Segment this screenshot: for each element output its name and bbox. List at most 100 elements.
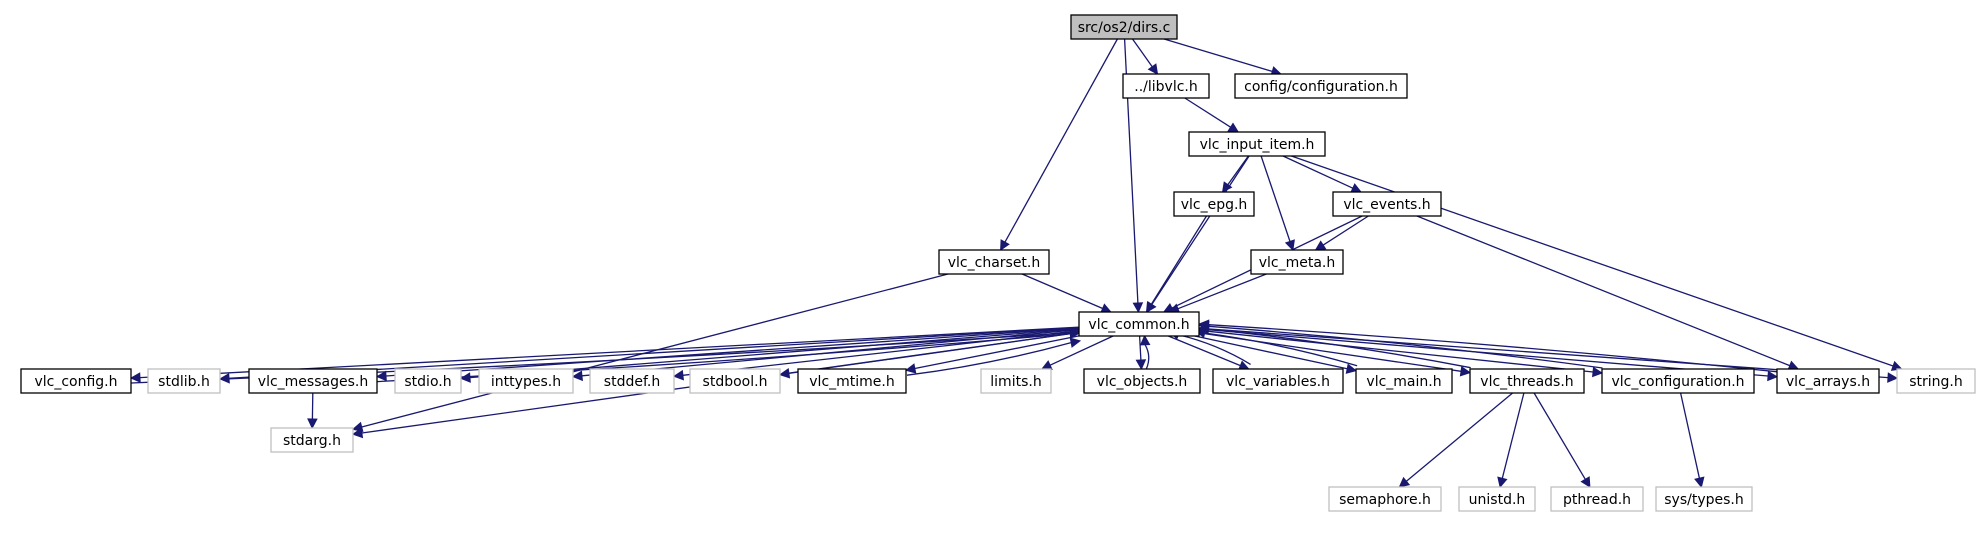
node-box <box>1776 368 1880 394</box>
edge-common-to-mtime <box>904 335 1080 374</box>
node-meta[interactable]: vlc_meta.h <box>1250 249 1344 275</box>
edge-line <box>914 335 1080 370</box>
node-label: vlc_meta.h <box>1259 255 1336 271</box>
node-events[interactable]: vlc_events.h <box>1332 191 1442 217</box>
edge-line <box>1208 324 1778 373</box>
edge-threads-to-semaphore <box>1398 392 1514 488</box>
node-epg[interactable]: vlc_epg.h <box>1173 191 1255 217</box>
edge-line <box>1168 335 1241 367</box>
edge-mtime-to-common <box>906 337 1082 376</box>
edge-common-to-threads <box>1198 332 1472 377</box>
node-box <box>1250 249 1344 275</box>
node-label: vlc_messages.h <box>258 374 368 390</box>
edge-objects-to-common <box>1139 334 1151 369</box>
node-string: string.h <box>1896 368 1976 394</box>
node-label: stdio.h <box>404 374 451 390</box>
edge-arrowhead <box>1284 239 1295 252</box>
edge-arrowhead <box>1767 370 1779 382</box>
node-box <box>1188 131 1326 157</box>
node-label: stdlib.h <box>158 374 210 390</box>
node-box <box>478 368 574 394</box>
edge-line <box>1679 392 1701 479</box>
edge-line <box>1208 325 1603 369</box>
node-unistd: unistd.h <box>1458 486 1536 512</box>
node-variables[interactable]: vlc_variables.h <box>1212 368 1344 394</box>
node-label: vlc_variables.h <box>1226 374 1330 390</box>
node-config[interactable]: vlc_config.h <box>20 368 132 394</box>
edge-events-to-arrays <box>1416 215 1800 371</box>
edge-line <box>1138 335 1142 361</box>
node-messages[interactable]: vlc_messages.h <box>248 368 378 394</box>
node-label: pthread.h <box>1563 492 1631 508</box>
edge-input_item-to-string <box>1291 155 1903 371</box>
edge-line <box>1501 392 1525 479</box>
node-box <box>980 368 1052 394</box>
node-objects[interactable]: vlc_objects.h <box>1083 368 1201 394</box>
node-box <box>1212 368 1344 394</box>
node-box <box>1469 368 1585 394</box>
edge-line <box>1322 215 1369 246</box>
node-stdio: stdio.h <box>394 368 462 394</box>
edge-arrowhead <box>351 427 364 439</box>
edge-line <box>377 333 1071 383</box>
edge-line <box>1260 155 1291 242</box>
node-threads[interactable]: vlc_threads.h <box>1469 368 1585 394</box>
edge-arrowhead <box>1139 334 1151 346</box>
edge-events-to-meta <box>1314 215 1369 251</box>
edge-common-to-main <box>1194 335 1358 374</box>
edge-line <box>1405 392 1514 482</box>
node-label: stdbool.h <box>703 374 768 390</box>
edge-line <box>1533 392 1586 480</box>
edge-threads-to-pthread <box>1533 392 1591 488</box>
node-label: stddef.h <box>604 374 660 390</box>
node-label: config/configuration.h <box>1244 79 1398 95</box>
node-label: vlc_objects.h <box>1097 374 1188 390</box>
edge-arrowhead <box>1887 372 1899 383</box>
node-main[interactable]: vlc_main.h <box>1355 368 1453 394</box>
node-label: limits.h <box>990 374 1041 390</box>
edge-arrowhead <box>1350 183 1363 193</box>
edge-line <box>1416 215 1790 367</box>
edge-threads-to-unistd <box>1497 392 1525 489</box>
edge-epg-to-common <box>1145 215 1208 313</box>
edge-line <box>1282 155 1354 189</box>
edge-line <box>1291 155 1894 367</box>
edge-arrowhead <box>375 370 387 382</box>
node-box <box>394 368 462 394</box>
node-limits: limits.h <box>980 368 1052 394</box>
node-vlc_configuration[interactable]: vlc_configuration.h <box>1601 368 1755 394</box>
node-box <box>1355 368 1453 394</box>
edge-common-to-objects <box>1135 335 1147 371</box>
node-common[interactable]: vlc_common.h <box>1078 311 1200 337</box>
node-box <box>20 368 132 394</box>
node-box <box>589 368 675 394</box>
edge-arrowhead <box>1694 476 1705 489</box>
node-box <box>1328 486 1442 512</box>
node-label: vlc_configuration.h <box>1611 374 1744 390</box>
edge-line <box>906 341 1072 376</box>
node-configuration_h[interactable]: config/configuration.h <box>1234 73 1408 99</box>
edge-input_item-to-epg <box>1221 155 1249 193</box>
edge-line <box>1198 329 1594 373</box>
edge-line <box>1021 273 1103 310</box>
node-input_item[interactable]: vlc_input_item.h <box>1188 131 1326 157</box>
node-dirs[interactable]: src/os2/dirs.c <box>1070 14 1178 40</box>
edge-line <box>1177 273 1267 310</box>
edge-charset-to-common <box>1021 273 1112 314</box>
node-mtime[interactable]: vlc_mtime.h <box>797 368 907 394</box>
node-arrays[interactable]: vlc_arrays.h <box>1776 368 1880 394</box>
node-box <box>1078 311 1200 337</box>
edge-line <box>1151 155 1250 305</box>
node-charset[interactable]: vlc_charset.h <box>938 249 1050 275</box>
edge-arrowhead <box>1398 476 1411 488</box>
node-box <box>938 249 1050 275</box>
edge-arrowhead <box>1145 301 1157 313</box>
node-label: vlc_input_item.h <box>1200 137 1315 153</box>
edge-input_item-to-common <box>1146 155 1250 313</box>
edge-line <box>1131 38 1153 68</box>
node-pthread: pthread.h <box>1550 486 1644 512</box>
node-libvlc[interactable]: ../libvlc.h <box>1122 73 1210 99</box>
edge-vlc_configuration-to-common <box>1198 321 1603 369</box>
node-label: ../libvlc.h <box>1134 79 1197 95</box>
